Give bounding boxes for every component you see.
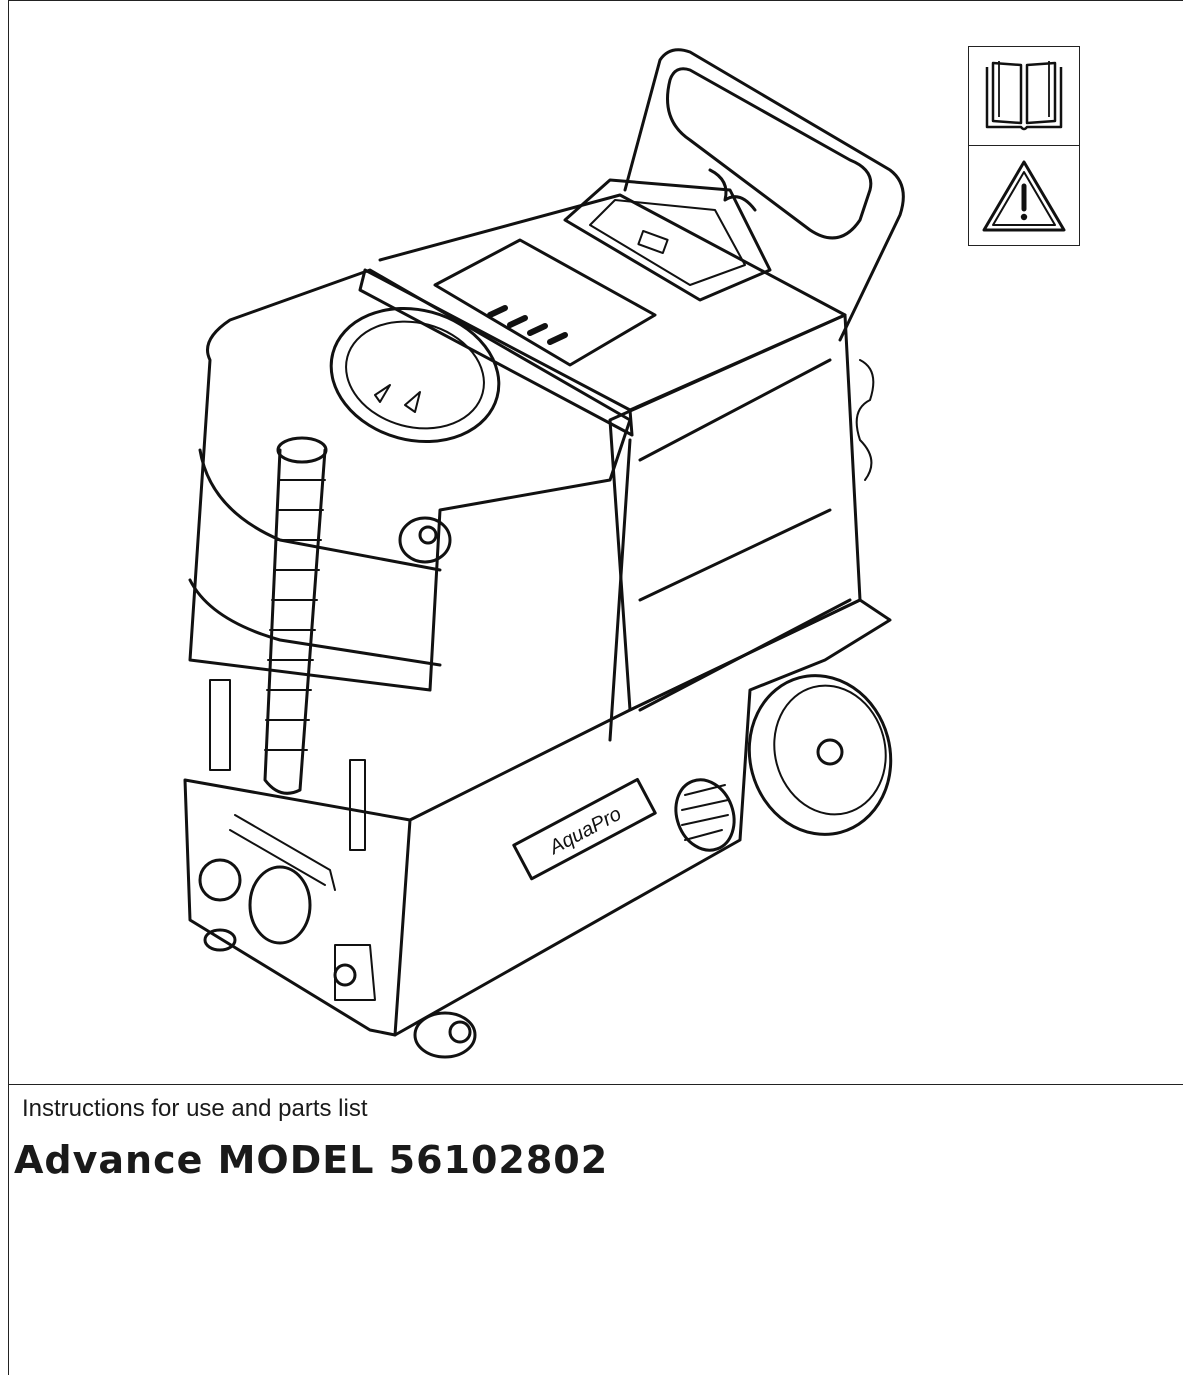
warning-symbol-cell: [969, 146, 1079, 245]
handle-grip: [666, 67, 873, 240]
tank-lid: [329, 306, 501, 444]
switch-recess: [433, 238, 657, 367]
recovery-tank: [188, 268, 632, 692]
front-fitting: [398, 516, 452, 564]
section-divider: [8, 1084, 1183, 1085]
manual-book-icon: [985, 61, 1063, 131]
vacuum-hose: [263, 448, 327, 795]
model-title: Advance MODEL 56102802: [14, 1138, 609, 1182]
front-vent-left: [198, 858, 242, 902]
aquapro-badge: AquaPro: [512, 777, 657, 881]
carpet-extractor-illustration: AquaPro: [183, 48, 905, 1059]
front-vent-right: [248, 865, 312, 945]
rear-wheel: [747, 674, 893, 836]
document-subtitle: Instructions for use and parts list: [22, 1095, 368, 1122]
safety-symbol-box: [968, 46, 1080, 246]
handle: [623, 48, 905, 342]
front-caster: [413, 1011, 477, 1059]
base: [183, 598, 892, 1037]
manual-symbol-cell: [969, 47, 1079, 146]
page-frame: [8, 0, 1183, 1375]
warning-triangle-icon: [982, 160, 1066, 231]
side-vent: [674, 778, 736, 852]
control-window: [563, 178, 772, 302]
top-panel: [378, 193, 847, 412]
